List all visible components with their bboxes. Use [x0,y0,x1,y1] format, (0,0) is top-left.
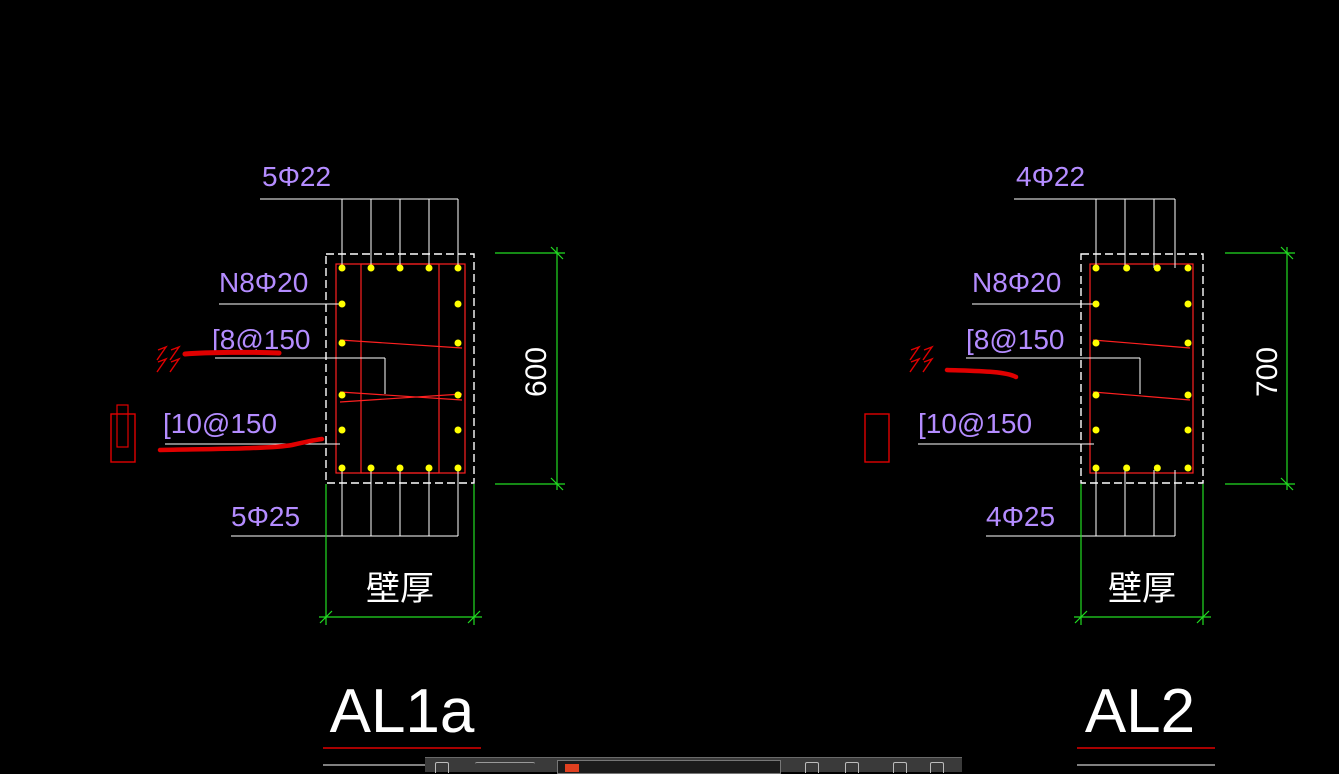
inner-stirrup [360,263,440,474]
rebar-dot [1184,464,1192,472]
side-bars-label: N8Φ20 [972,267,1061,298]
height-dimension-text: 700 [1251,347,1284,397]
rebar-dot [338,426,346,434]
section-al1a: 600 壁厚 5Φ22 N8Φ20 [8@150 [10@150 5Φ25 AL… [110,161,565,766]
rebar-dots [338,264,462,472]
rebar-dot [1184,300,1192,308]
rebar-dot [1184,391,1192,399]
width-dimension [1074,484,1211,625]
section-al2: 700 壁厚 4Φ22 N8Φ20 [8@150 [10@150 4Φ25 AL… [864,161,1295,766]
red-markup [110,345,325,463]
paste-icon[interactable] [893,762,907,773]
rebar-dot [338,300,346,308]
section-title: AL2 [1085,677,1195,746]
tie-line [1092,391,1191,401]
tie-line [1092,339,1191,349]
rebar-dot [1153,264,1161,272]
rebar-dot [338,391,346,399]
width-dimension [319,484,482,625]
tie-line [339,339,463,349]
rebar-dot [425,464,433,472]
layer-color-swatch [565,764,579,772]
rebar-dot [454,264,462,272]
rebar-dot [1184,339,1192,347]
rebar-dot [1092,300,1100,308]
rebar-dot [1153,464,1161,472]
rebar-dot [454,426,462,434]
rebar-dot [425,264,433,272]
section-outline [1080,253,1204,484]
rebar-dot [1092,339,1100,347]
stirrup-inner-label: [8@150 [966,324,1065,355]
rebar-dot [338,264,346,272]
layer-dropdown[interactable] [557,760,781,774]
layer-icon[interactable] [435,762,449,773]
height-dimension [495,246,565,491]
height-dimension [1225,246,1295,491]
rebar-dot [1092,391,1100,399]
rebar-dot [1184,264,1192,272]
rebar-dot [454,339,462,347]
rebar-dot [454,391,462,399]
height-dimension-text: 600 [520,347,553,397]
leader-lines [918,198,1176,537]
top-bars-label: 5Φ22 [262,161,331,192]
wall-thickness-label: 壁厚 [1108,570,1176,608]
rebar-dot [1184,426,1192,434]
rebar-dot [338,464,346,472]
rebar-dot [1092,426,1100,434]
rebar-dot [1092,264,1100,272]
side-bars-label: N8Φ20 [219,267,308,298]
rebar-dot [338,339,346,347]
section-outline [325,253,475,484]
red-markup [864,345,1019,463]
rebar-dot [1123,464,1131,472]
rebar-dot [1123,264,1131,272]
outer-stirrup [1089,263,1194,474]
match-icon[interactable] [805,762,819,773]
rebar-dots [1092,264,1192,472]
top-bars-label: 4Φ22 [1016,161,1085,192]
bottom-bars-label: 4Φ25 [986,501,1055,532]
leader-lines [165,198,459,537]
rebar-dot [396,264,404,272]
section-title: AL1a [330,677,475,746]
stirrup-outer-label: [10@150 [163,408,277,439]
rebar-dot [396,464,404,472]
tool-icon[interactable] [930,762,944,773]
bottom-bars-label: 5Φ25 [231,501,300,532]
bottom-toolbar[interactable] [425,757,962,774]
outer-stirrup [335,263,466,474]
rebar-dot [367,464,375,472]
rebar-dot [1092,464,1100,472]
stirrup-outer-label: [10@150 [918,408,1032,439]
wall-thickness-label: 壁厚 [366,570,434,608]
rebar-dot [454,300,462,308]
rebar-dot [454,464,462,472]
tie-line [339,391,463,401]
properties-icon[interactable] [475,762,535,773]
copy-icon[interactable] [845,762,859,773]
rebar-dot [367,264,375,272]
tie-line [339,393,463,403]
